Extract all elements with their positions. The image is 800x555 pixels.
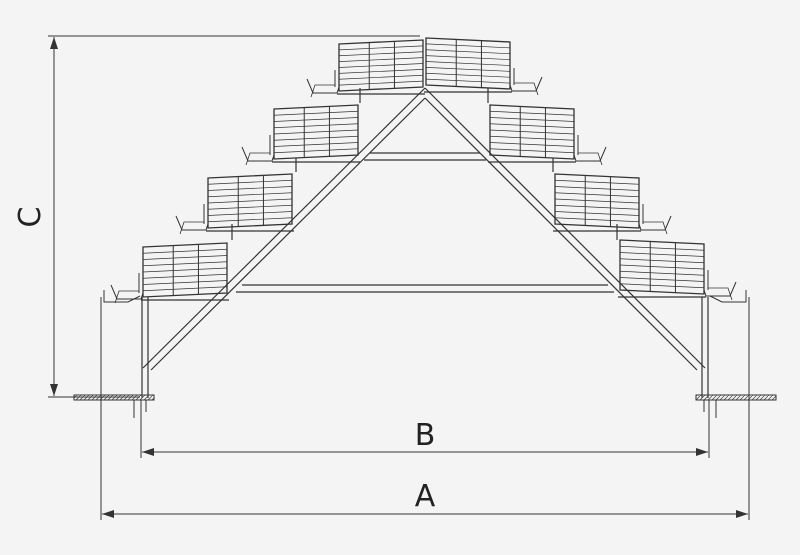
dimension-b xyxy=(140,400,710,458)
cage-top-left xyxy=(306,39,425,98)
egg-gutters xyxy=(103,290,747,303)
cage-tier2-left xyxy=(241,104,360,166)
left-post xyxy=(141,297,149,398)
dimension-a xyxy=(100,297,750,520)
cage-tiers xyxy=(103,37,747,304)
dimension-b-label: B xyxy=(415,418,436,453)
lower-cross-beam xyxy=(236,284,614,293)
dimension-c xyxy=(48,35,420,398)
left-rafter xyxy=(142,87,426,371)
cage-tier3-left xyxy=(175,173,294,235)
cage-tier2-right xyxy=(488,104,607,166)
dimension-a-label: A xyxy=(415,479,436,514)
dimension-c-label: C xyxy=(13,207,48,228)
cage-tier3-right xyxy=(553,173,672,235)
tier-supports xyxy=(231,88,618,240)
right-post xyxy=(701,297,709,398)
right-base-plate xyxy=(695,394,777,418)
cage-top-right xyxy=(424,37,543,96)
cage-bottom-left xyxy=(110,242,229,304)
frame-structure xyxy=(141,87,709,398)
right-rafter xyxy=(424,87,706,371)
left-base-plate xyxy=(73,394,155,418)
upper-cross-beam xyxy=(364,152,486,161)
cage-bottom-right xyxy=(618,239,737,301)
